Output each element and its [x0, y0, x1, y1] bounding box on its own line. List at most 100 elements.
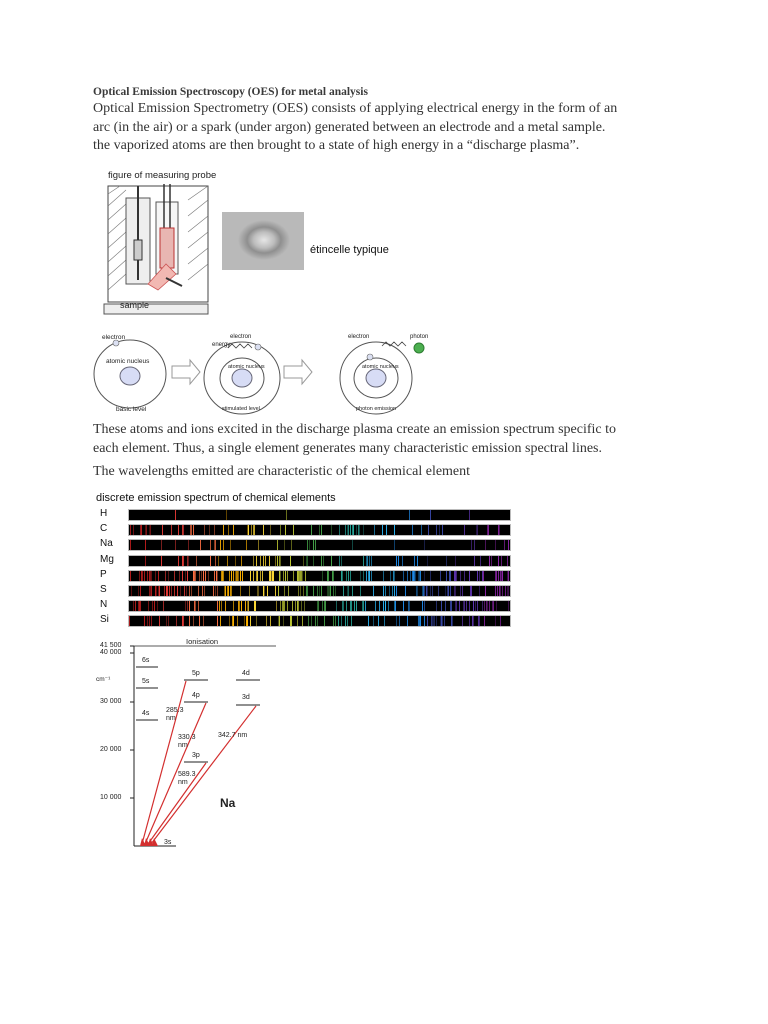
spectral-line: [454, 586, 456, 596]
spectral-line: [480, 555, 482, 566]
electron-label-3: electron: [348, 334, 370, 340]
spectral-line: [141, 570, 143, 581]
spectral-line: [192, 616, 194, 627]
spectral-line: [283, 540, 285, 551]
spectral-line: [412, 570, 414, 581]
spectral-line: [430, 570, 432, 581]
transition-330-unit: nm: [178, 742, 188, 749]
spectral-line: [425, 586, 427, 596]
spectral-line: [363, 555, 365, 566]
spectral-line: [191, 586, 193, 596]
spectral-line: [332, 570, 334, 581]
spectral-line: [214, 525, 216, 536]
spectral-line: [412, 525, 414, 536]
spectral-line: [416, 586, 418, 596]
spectral-line: [488, 525, 490, 536]
spectral-line: [393, 570, 395, 581]
element-label-na: Na: [220, 796, 236, 810]
spectral-line: [152, 601, 154, 612]
spectrum-bar: [128, 509, 511, 521]
spectral-line: [297, 570, 299, 581]
spectral-line: [273, 570, 275, 581]
spectral-line: [144, 555, 146, 566]
spectral-line: [474, 540, 476, 551]
spectral-line: [419, 616, 421, 627]
spectral-line: [359, 586, 361, 596]
spectral-line: [460, 586, 461, 596]
spectral-line: [188, 616, 190, 627]
spectral-line: [322, 555, 324, 566]
spectral-line: [240, 570, 241, 581]
spectral-line: [426, 555, 428, 566]
spectral-line: [448, 586, 450, 596]
spectral-line: [463, 601, 465, 612]
transition-589-value: 589.3: [178, 771, 196, 778]
spectrum-bar: [128, 600, 511, 613]
spectral-line: [253, 525, 254, 536]
spectral-line: [338, 525, 340, 536]
spectral-line: [148, 586, 150, 596]
spectral-line: [213, 540, 215, 551]
spectral-line: [242, 570, 244, 581]
spectrum-bar: [128, 585, 511, 597]
spectral-line: [256, 570, 258, 581]
spectral-line: [298, 586, 299, 596]
spectral-line: [164, 570, 166, 581]
spectral-line: [500, 586, 502, 596]
spectral-line: [174, 540, 176, 551]
spectral-line: [388, 586, 390, 596]
spectral-line: [507, 586, 509, 596]
spectral-line: [404, 586, 406, 596]
spectrum-element-label: P: [100, 568, 107, 580]
spectral-line: [232, 525, 234, 536]
spectral-line: [450, 570, 452, 581]
spectral-line: [154, 586, 156, 596]
spectral-line: [183, 586, 185, 596]
spectral-line: [498, 555, 500, 566]
spectral-line: [490, 555, 492, 566]
spectral-line: [129, 616, 131, 627]
nucleus-label: atomic nucleus: [106, 358, 150, 365]
spectral-line: [272, 570, 273, 581]
spectral-line: [292, 570, 294, 581]
spectral-line: [283, 586, 285, 596]
spectral-line: [382, 570, 384, 581]
spectral-line: [179, 570, 181, 581]
spectral-line: [485, 540, 487, 551]
spectral-line: [270, 525, 272, 536]
transition-342-label: 342.7 nm: [218, 732, 248, 739]
spectral-line: [278, 555, 280, 566]
spectrum-title: discrete emission spectrum of chemical e…: [96, 492, 336, 504]
spectral-line: [146, 570, 148, 581]
spectral-line: [505, 586, 507, 596]
spectral-line: [216, 570, 218, 581]
spectral-line: [239, 586, 241, 596]
spectral-line: [306, 540, 308, 551]
spectral-line: [398, 616, 400, 627]
spectrum-element-label: S: [100, 584, 107, 595]
spectral-line: [494, 586, 496, 596]
spark-label: étincelle typique: [310, 244, 389, 256]
spectral-line: [253, 525, 255, 536]
intro-paragraph: Optical Emission Spectrometry (OES) cons…: [93, 100, 693, 156]
spectral-line: [346, 601, 348, 612]
spectral-line: [277, 540, 278, 551]
spectral-line: [394, 525, 395, 536]
spectral-line: [158, 586, 159, 596]
spectrum-element-label: Mg: [100, 553, 114, 565]
spectral-line: [158, 616, 160, 627]
spectral-line: [197, 601, 199, 612]
spectral-line: [435, 601, 437, 612]
spectral-line: [220, 540, 222, 551]
spectral-line: [232, 601, 234, 612]
electron-label-2: electron: [230, 334, 252, 340]
spectral-line: [210, 540, 212, 551]
transition-589-label: 589.3 nm: [178, 771, 196, 787]
spectral-line: [300, 601, 302, 612]
spectral-line: [182, 555, 184, 566]
spectral-line: [454, 586, 456, 596]
level-3p: 3p: [192, 752, 200, 759]
spectral-line: [373, 586, 375, 596]
spectral-line: [203, 616, 204, 627]
spectral-line: [324, 601, 326, 612]
